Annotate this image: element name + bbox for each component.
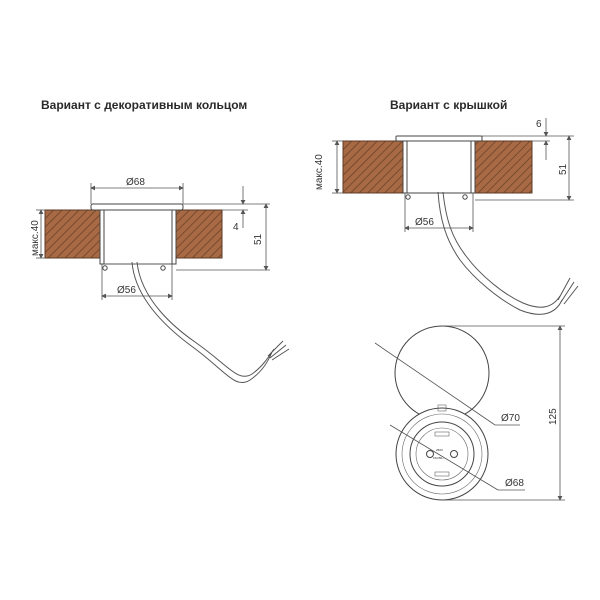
dim-right-max-thickness: макс.40 <box>314 154 325 190</box>
lid-plate <box>395 135 483 142</box>
cable-right <box>437 191 563 315</box>
dim-left-top-diameter: Ø68 <box>126 177 145 188</box>
socket-face-outer <box>409 421 475 487</box>
dim-left-ring-height: 4 <box>233 222 239 233</box>
title-lid-variant: Вариант с крышкой <box>390 98 507 112</box>
countertop-left-part <box>44 209 101 259</box>
socket-pin-left <box>426 450 434 458</box>
socket-rating-sub: 16/250~ <box>433 456 444 460</box>
lid-variant-section: Ø56 макс.40 6 51 <box>314 118 579 315</box>
screw-left <box>102 265 108 271</box>
title-ring-variant: Вариант с декоративным кольцом <box>41 98 247 112</box>
cable-left <box>131 261 273 384</box>
dim-left-total-height: 51 <box>253 233 264 245</box>
clamp-right-left <box>402 140 408 194</box>
screw-right-right <box>462 194 468 200</box>
dim-top-ring-diameter: Ø68 <box>505 478 524 489</box>
socket-earth-top <box>434 431 450 437</box>
countertop-right-left-part <box>342 140 404 194</box>
top-view-section: 250V 16/250~ Ø70 Ø68 125 <box>374 325 565 501</box>
dim-right-lid-height: 6 <box>536 119 542 130</box>
screw-right <box>160 265 166 271</box>
clamp-left <box>99 209 105 265</box>
socket-earth-bottom <box>434 471 450 477</box>
cable-right-outer <box>442 191 561 308</box>
dim-top-lid-diameter: Ø70 <box>501 413 520 424</box>
dim-left-max-thickness: макс.40 <box>30 220 41 256</box>
dim-top-length: 125 <box>548 408 559 425</box>
screw-right-left <box>405 194 411 200</box>
cable-left-outer <box>136 261 275 377</box>
countertop-right-right-part <box>474 140 533 194</box>
dim-right-total-height: 51 <box>558 163 569 175</box>
socket-body-right <box>406 140 472 194</box>
ring-inner <box>401 413 483 495</box>
dim-right-bottom-diameter: Ø56 <box>415 217 434 228</box>
ring-variant-section: Ø68 Ø56 макс.40 4 51 <box>30 177 290 384</box>
dim-left-bottom-diameter: Ø56 <box>117 285 136 296</box>
countertop-right-part <box>173 209 223 259</box>
clamp-right <box>171 209 177 265</box>
socket-pin-right <box>450 450 458 458</box>
clamp-right-right <box>470 140 476 194</box>
socket-face-inner <box>415 427 469 481</box>
decorative-ring <box>90 203 184 211</box>
lid-circle <box>394 325 490 421</box>
socket-body <box>103 209 173 265</box>
hinge <box>437 404 447 412</box>
socket-rating-label: 250V <box>436 448 443 452</box>
